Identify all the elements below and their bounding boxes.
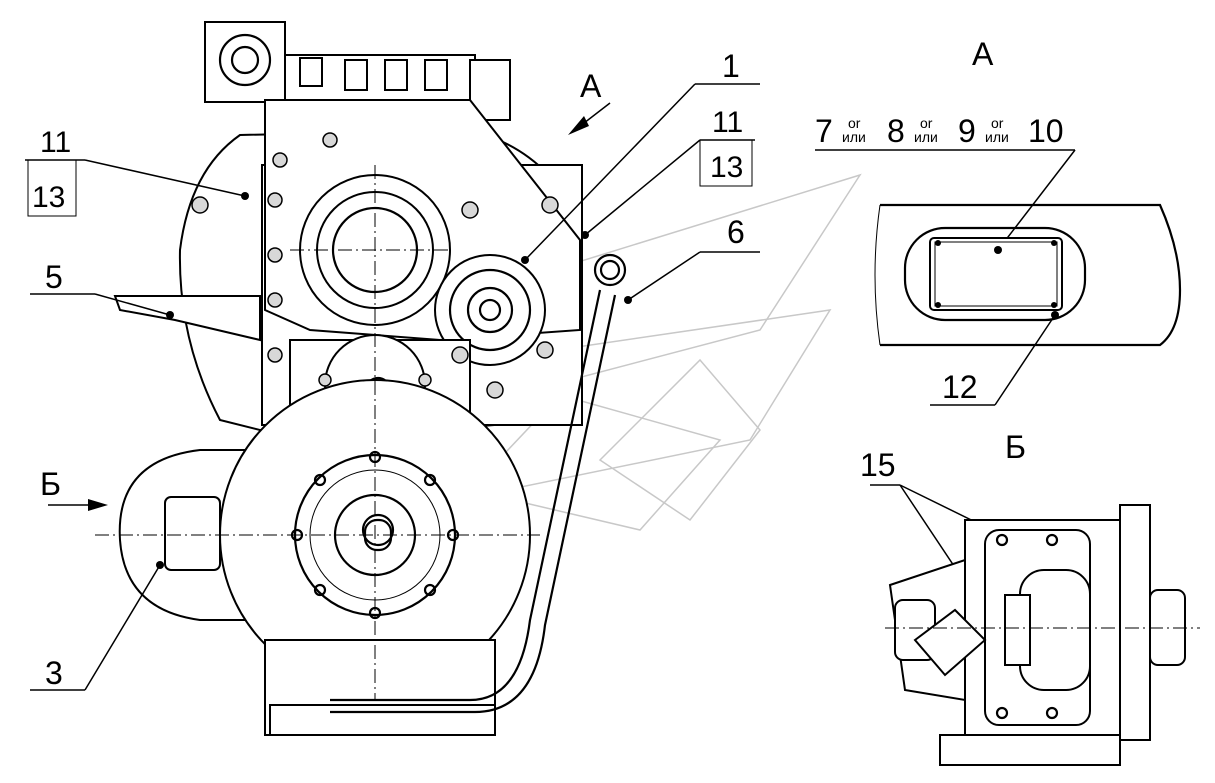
view-a-arrow: А: [568, 68, 611, 135]
svg-text:or: or: [920, 115, 933, 131]
svg-text:12: 12: [942, 369, 978, 405]
view-a-detail: А 7 or или 8 or или 9 or или 10 12: [815, 36, 1182, 406]
view-b-arrow: Б: [40, 466, 108, 511]
svg-text:13: 13: [32, 181, 65, 214]
svg-text:11: 11: [712, 106, 743, 139]
pipe-ring: [593, 253, 627, 287]
svg-text:или: или: [985, 129, 1009, 145]
svg-text:6: 6: [727, 214, 745, 250]
svg-text:А: А: [580, 68, 602, 104]
callout-5: 5: [30, 259, 174, 319]
svg-text:10: 10: [1028, 113, 1064, 149]
svg-text:or: or: [848, 115, 861, 131]
svg-text:9: 9: [958, 113, 976, 149]
view-a-title: А: [972, 36, 994, 72]
svg-text:Б: Б: [40, 466, 61, 502]
svg-text:или: или: [914, 129, 938, 145]
svg-text:13: 13: [710, 151, 743, 184]
nameplate-recess: [903, 226, 1087, 322]
svg-text:7: 7: [815, 113, 833, 149]
nameplate: [929, 237, 1063, 311]
svg-text:или: или: [842, 129, 866, 145]
svg-text:5: 5: [45, 259, 63, 295]
housing-bolts: [191, 132, 559, 399]
callout-3: 3: [30, 561, 164, 691]
callout-11-13-left: 11 13: [25, 126, 249, 217]
svg-text:11: 11: [40, 126, 71, 159]
svg-text:15: 15: [860, 447, 896, 483]
svg-text:3: 3: [45, 655, 63, 691]
pulley-bolts: [290, 450, 460, 620]
svg-text:8: 8: [887, 113, 905, 149]
main-front-view: [95, 21, 627, 736]
callout-1: 1: [521, 48, 760, 264]
left-bracket: [113, 295, 261, 342]
svg-text:or: or: [991, 115, 1004, 131]
callout-6: 6: [624, 214, 760, 304]
pump-pulley: [434, 254, 546, 366]
view-b-detail: Б 15: [860, 429, 1200, 766]
view-b-title: Б: [1005, 429, 1026, 465]
callout-11-13-right: 11 13: [581, 106, 755, 239]
oil-pipe: [330, 289, 602, 702]
svg-text:1: 1: [722, 48, 740, 84]
